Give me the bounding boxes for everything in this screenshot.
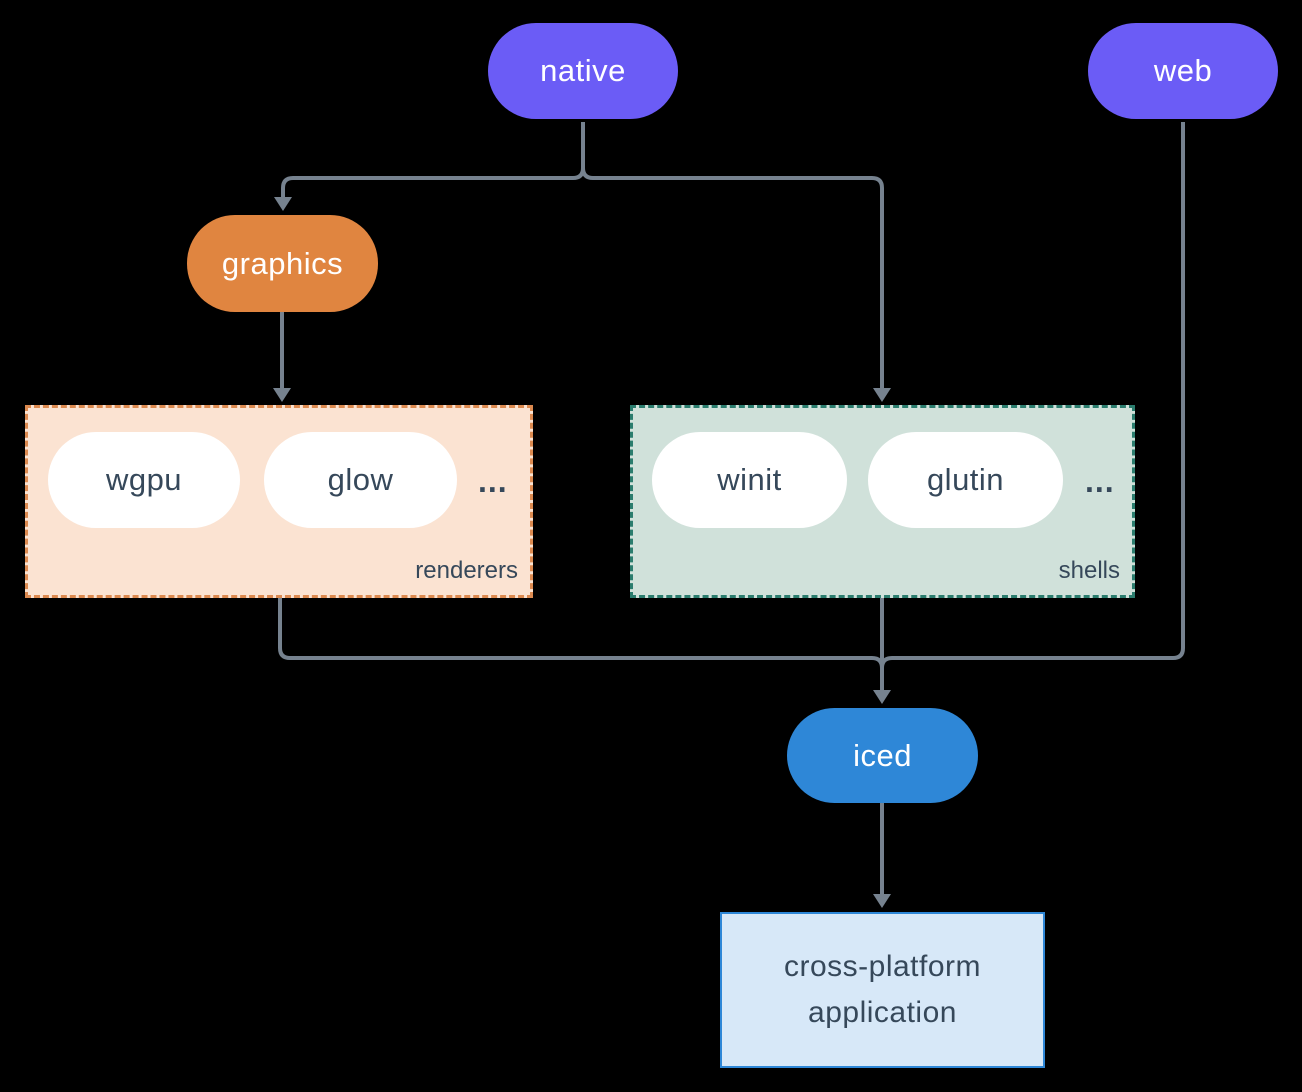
node-glutin: glutin [868,432,1063,528]
node-graphics: graphics [187,215,378,312]
group-renderers: wgpu glow ... renderers [25,405,533,598]
group-shells: winit glutin ... shells [630,405,1135,598]
group-shells-label: shells [1058,557,1120,584]
arrowhead-into-iced [873,690,891,704]
node-wgpu-label: wgpu [105,462,183,497]
node-iced: iced [787,708,978,803]
connector-renderers-to-iced [278,598,884,669]
connector-native-to-graphics [281,122,585,198]
node-glow-label: glow [327,462,394,497]
node-iced-label: iced [853,737,912,773]
node-native: native [488,23,678,119]
node-native-label: native [540,53,626,88]
node-glow: glow [264,432,457,528]
node-graphics-label: graphics [221,245,344,281]
node-web-label: web [1153,53,1213,88]
arrowhead-into-app [873,894,891,908]
group-renderers-label: renderers [415,557,518,584]
node-wgpu: wgpu [48,432,240,528]
connector-native-to-shells [581,122,884,388]
arrowhead-into-graphics [274,197,292,211]
node-glutin-label: glutin [926,462,1005,497]
arrowhead-into-renderers [273,388,291,402]
app-label-line1: cross-platform [783,950,982,983]
shells-ellipsis: ... [1085,463,1115,499]
renderers-ellipsis: ... [478,463,508,499]
node-winit: winit [652,432,847,528]
node-web: web [1088,23,1278,119]
app-label-line2: application [808,996,957,1029]
node-cross-platform-application: cross-platform application [720,912,1045,1068]
node-winit-label: winit [717,462,782,497]
arrowhead-into-shells [873,388,891,402]
